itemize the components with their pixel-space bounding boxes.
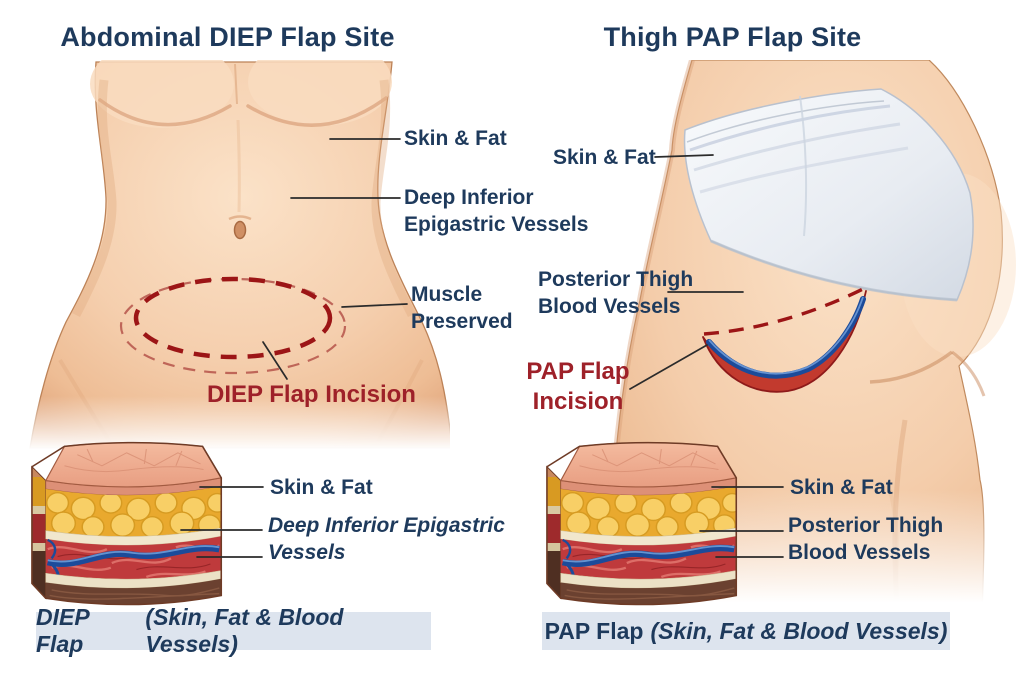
label-pap-flap-incision: PAP Flap Incision	[526, 358, 630, 415]
pap-flap-caption: PAP Flap (Skin, Fat & Blood Vessels)	[542, 612, 950, 650]
left-title: Abdominal DIEP Flap Site	[60, 22, 395, 52]
label-deep-inferior-epigastric-vessels: Deep Inferior Epigastric Vessels	[404, 186, 589, 237]
navel	[233, 220, 247, 240]
pointer-lines-left-figure	[262, 138, 408, 380]
diep-incision-marking	[119, 276, 347, 375]
pointer-lines-right-figure	[629, 154, 744, 390]
label-block-vessels-right: Posterior Thigh Blood Vessels	[788, 514, 944, 565]
label-block-vessels-left: Deep Inferior Epigastric Vessels	[268, 514, 505, 565]
right-title: Thigh PAP Flap Site	[603, 22, 862, 52]
label-block-skin-fat-left: Skin & Fat	[270, 476, 373, 499]
label-skin-fat-abdomen: Skin & Fat	[404, 127, 507, 150]
label-posterior-thigh-vessels: Posterior Thigh Blood Vessels	[538, 268, 694, 319]
label-block-skin-fat-right: Skin & Fat	[790, 476, 893, 499]
abdomen-illustration	[0, 60, 450, 450]
underwear-garment	[683, 88, 974, 302]
diep-flap-caption: DIEP Flap (Skin, Fat & Blood Vessels)	[36, 604, 431, 657]
label-diep-flap-incision: DIEP Flap Incision	[207, 381, 416, 408]
label-skin-fat-thigh: Skin & Fat	[553, 146, 656, 169]
label-muscle-preserved: Muscle Preserved	[411, 283, 513, 334]
pap-incision-artwork	[702, 286, 867, 393]
